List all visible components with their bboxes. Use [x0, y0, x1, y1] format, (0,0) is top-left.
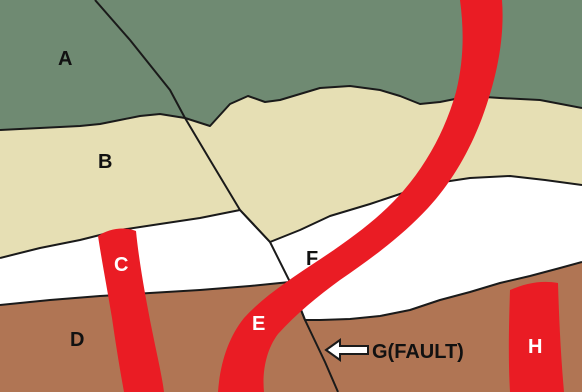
- label-b: B: [98, 151, 112, 173]
- label-d: D: [70, 329, 84, 351]
- label-c: C: [114, 254, 128, 276]
- label-g-fault: G(FAULT): [372, 341, 464, 363]
- label-e: E: [252, 313, 265, 335]
- label-f: F: [306, 248, 318, 270]
- label-a: A: [58, 48, 72, 70]
- label-h: H: [528, 336, 542, 358]
